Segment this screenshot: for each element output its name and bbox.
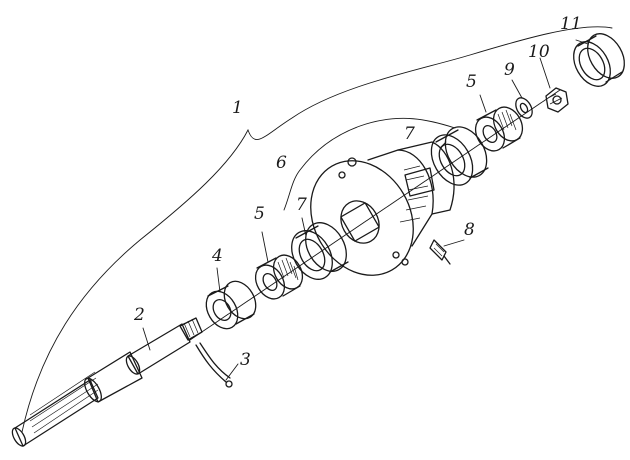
label-pin: 3 bbox=[240, 350, 251, 370]
label-bearing-outer: 5 bbox=[466, 72, 477, 92]
assembly-bracket bbox=[21, 26, 613, 433]
axle bbox=[11, 317, 203, 447]
label-race-inner: 7 bbox=[296, 195, 307, 215]
label-washer-outer: 9 bbox=[504, 60, 515, 80]
outer-washer bbox=[515, 97, 533, 119]
label-washer-inner: 4 bbox=[212, 246, 223, 266]
hub-bracket bbox=[283, 117, 456, 211]
inner-race bbox=[291, 222, 349, 280]
inner-washer bbox=[205, 280, 257, 330]
leader-lines bbox=[142, 39, 589, 381]
outer-race bbox=[430, 126, 489, 186]
nut bbox=[545, 87, 569, 113]
label-hub: 6 bbox=[276, 153, 287, 173]
label-bolt: 8 bbox=[464, 220, 475, 240]
inner-bearing bbox=[254, 254, 304, 300]
label-bearing-inner: 5 bbox=[254, 204, 265, 224]
label-nut: 10 bbox=[528, 42, 550, 62]
dust-cap bbox=[573, 33, 625, 87]
label-cap: 11 bbox=[560, 14, 582, 34]
label-axle: 2 bbox=[134, 305, 145, 325]
axis-line bbox=[189, 89, 561, 341]
label-race-outer: 7 bbox=[404, 124, 415, 144]
outer-bearing bbox=[474, 106, 524, 152]
bolt bbox=[429, 239, 451, 265]
hub-flange bbox=[310, 141, 455, 276]
label-assembly: 1 bbox=[232, 98, 243, 118]
cotter-pin bbox=[195, 342, 233, 388]
